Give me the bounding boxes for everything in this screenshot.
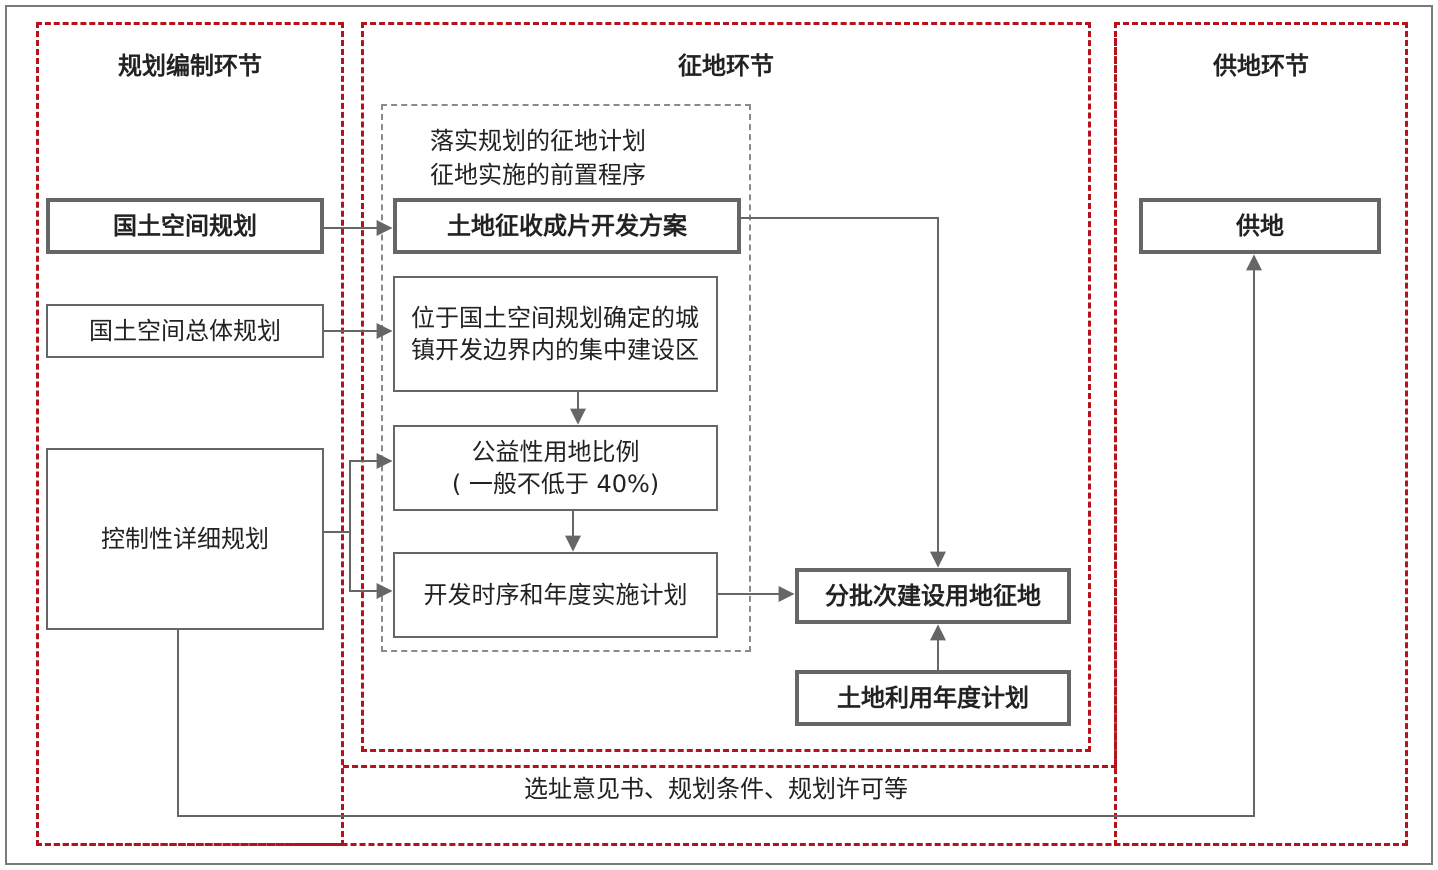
- arrow-detailed-to-schedule: [349, 532, 393, 599]
- schedule-box: 开发时序和年度实施计划: [393, 552, 718, 638]
- public-ratio-box: 公益性用地比例 ( 一般不低于 40%): [393, 425, 718, 511]
- planning-section-title: 规划编制环节: [118, 52, 262, 80]
- public-ratio-line-1: 公益性用地比例: [471, 438, 640, 466]
- supply-section-title: 供地环节: [1213, 52, 1309, 80]
- arrow-detailed-to-supply: [177, 254, 1262, 817]
- note-line-1: 落实规划的征地计划: [430, 127, 646, 155]
- overall-spatial-plan-box: 国土空间总体规划: [46, 304, 324, 358]
- bottom-flow-label: 选址意见书、规划条件、规划许可等: [524, 775, 908, 803]
- expropriation-section-title: 征地环节: [678, 52, 774, 80]
- arrow-detailed-to-ratio: [324, 453, 393, 533]
- public-ratio-line-2: ( 一般不低于 40%): [451, 470, 660, 498]
- land-supply-box: 供地: [1139, 198, 1381, 254]
- development-scheme-group: [381, 104, 751, 652]
- bottom-band: [36, 768, 1408, 846]
- outer-frame: [5, 5, 1433, 865]
- note-line-2: 征地实施的前置程序: [430, 161, 646, 189]
- annual-land-plan-box: 土地利用年度计划: [795, 670, 1071, 726]
- arrow-scheme-to-batch: [741, 217, 946, 568]
- detailed-control-plan-box: 控制性详细规划: [46, 448, 324, 630]
- development-scheme-box: 土地征收成片开发方案: [393, 198, 741, 254]
- expropriation-section: [361, 22, 1091, 752]
- within-boundary-box: 位于国土空间规划确定的城镇开发边界内的集中建设区: [393, 276, 718, 392]
- batch-expropriation-box: 分批次建设用地征地: [795, 568, 1071, 624]
- national-spatial-plan-box: 国土空间规划: [46, 198, 324, 254]
